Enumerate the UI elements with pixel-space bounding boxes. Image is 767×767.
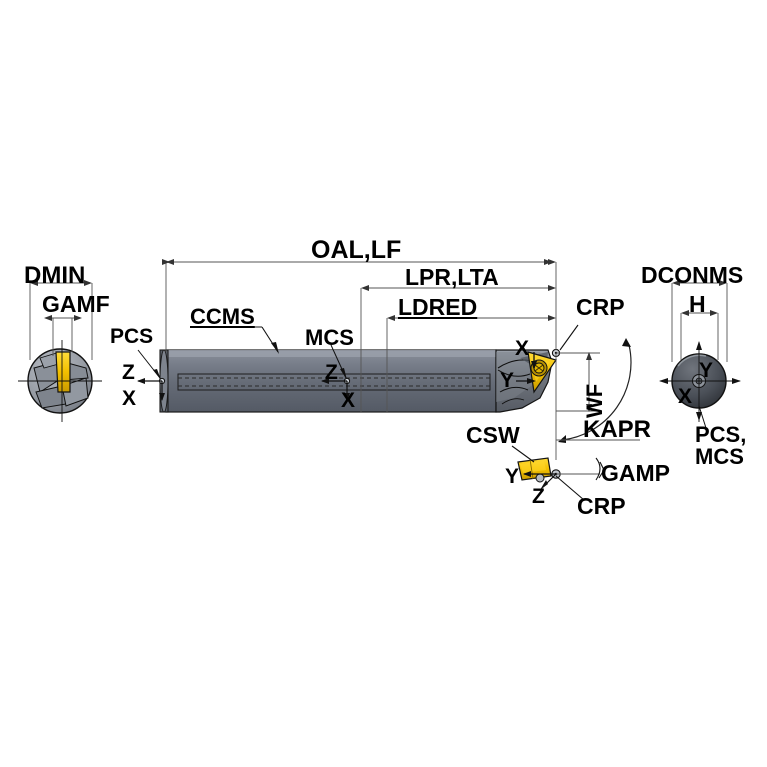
axis-label-left-x: X <box>122 387 137 410</box>
axis-label-head-y: Y <box>500 369 515 392</box>
crp-leader-upper <box>559 324 579 351</box>
axis-label-bottom-z: Z <box>532 485 545 508</box>
dimension-wf <box>555 352 600 460</box>
pcs-axis-marker-left <box>137 349 166 401</box>
right-end-view <box>659 280 741 429</box>
label-dconms: DCONMS <box>641 262 744 288</box>
label-csw: CSW <box>466 422 520 448</box>
kapr-angle-arc <box>556 338 640 443</box>
label-ldred: LDRED <box>398 294 478 320</box>
mcs-axis-marker <box>321 344 351 401</box>
dimension-lpr-lta <box>360 285 556 412</box>
axis-label-bottom-y: Y <box>505 465 520 488</box>
label-ccms: CCMS <box>190 304 255 329</box>
dimension-oal-lf <box>162 259 557 352</box>
label-mcs: MCS <box>305 325 354 350</box>
left-end-view <box>18 280 102 422</box>
label-kapr: KAPR <box>583 416 652 443</box>
axis-label-left-z: Z <box>122 361 135 384</box>
axis-label-mid-z: Z <box>325 361 338 384</box>
axis-label-right-x: X <box>678 385 693 408</box>
label-lpr-lta: LPR,LTA <box>405 264 499 290</box>
axis-label-right-y: Y <box>699 359 714 382</box>
label-dmin: DMIN <box>24 262 86 289</box>
axis-label-mid-x: X <box>341 389 356 412</box>
label-crp-upper: CRP <box>576 294 625 320</box>
axis-label-head-x: X <box>515 337 530 360</box>
head-axis-markers <box>516 352 537 384</box>
label-crp-lower: CRP <box>577 493 626 519</box>
label-pcs: PCS <box>110 325 154 348</box>
label-gamp: GAMP <box>601 460 670 486</box>
ccms-leader-line <box>190 326 279 354</box>
dimension-ldred <box>386 315 556 412</box>
boring-bar-shank <box>159 349 497 413</box>
label-wf: WF <box>582 383 607 418</box>
label-h: H <box>689 291 706 317</box>
label-pcs-mcs-line2: MCS <box>695 444 744 469</box>
csw-insert-detail <box>511 445 605 501</box>
label-oal-lf: OAL,LF <box>311 236 402 264</box>
label-pcs-mcs-line1: PCS, <box>695 422 747 447</box>
label-gamf: GAMF <box>42 291 110 317</box>
